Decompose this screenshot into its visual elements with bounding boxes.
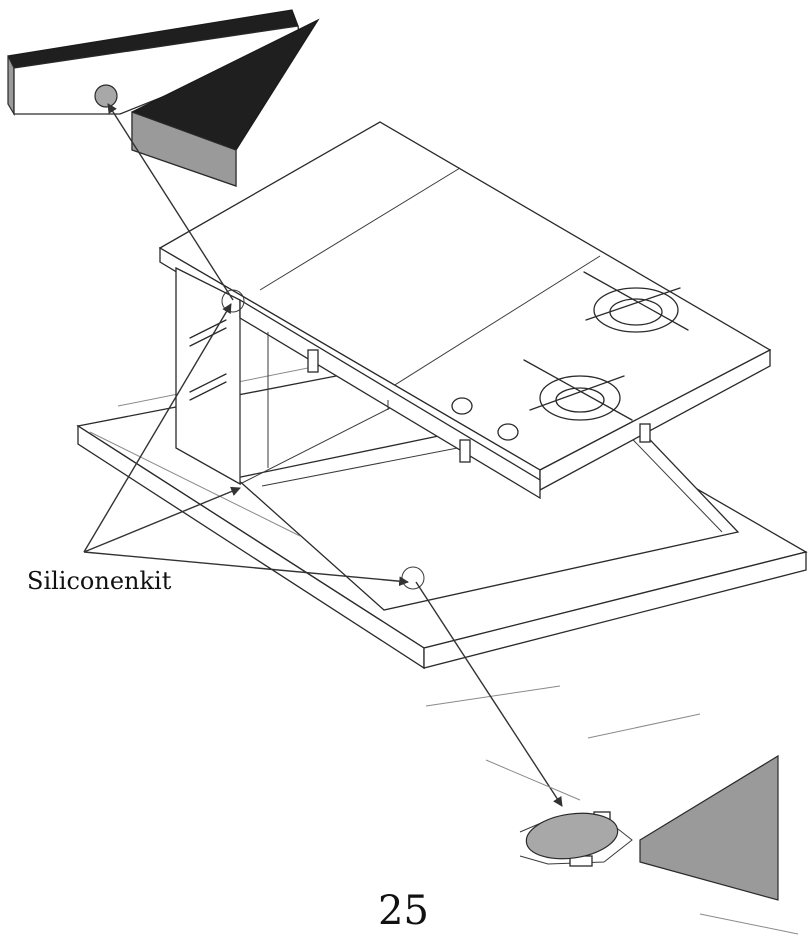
- marker-circle-hob-edge: [221, 289, 245, 313]
- countertop: [76, 351, 808, 707]
- mounting-clip-3: [639, 423, 651, 443]
- mounting-clip-1: [307, 349, 319, 373]
- wall-line-lower: [89, 431, 301, 537]
- control-knob-1: [451, 397, 473, 415]
- arrow-to-housing-base: [83, 486, 241, 553]
- detail-inset-bottom: [485, 713, 799, 935]
- arrow-hob-to-top-detail: [107, 103, 234, 301]
- hob-left-housing: [175, 266, 241, 486]
- detail-bottom-line-3: [699, 913, 799, 935]
- callout-arrows: [83, 103, 563, 807]
- control-knob-2: [497, 423, 519, 441]
- housing-bottom-edge: [239, 407, 391, 485]
- arrow-to-cutout-edge: [83, 551, 409, 587]
- detail-bottom-panel: [639, 754, 779, 901]
- hob-zone-divider: [259, 167, 461, 291]
- detail-inset-top: [7, 9, 320, 187]
- siliconenkit-label: Siliconenkit: [27, 567, 172, 595]
- hob-zone-divider-2: [389, 255, 601, 389]
- countertop-right-face: [423, 551, 807, 669]
- detail-bottom-line-1: [485, 759, 581, 801]
- profile-lower-face: [131, 111, 237, 187]
- sealant-bead-detail-top: [94, 84, 118, 108]
- mounting-clip-2: [459, 439, 471, 463]
- page-number: 25: [378, 888, 429, 934]
- gas-burner-front: [523, 359, 633, 421]
- hob-unit: [158, 121, 772, 500]
- sealant-bead-detail-bottom: [525, 812, 619, 860]
- detail-bottom-line-2: [587, 713, 701, 739]
- counter-lower-edge: [425, 685, 561, 707]
- arrow-cutout-to-bottom-detail: [415, 581, 563, 807]
- arrow-to-hob-edge: [83, 303, 232, 553]
- gas-burner-rear: [583, 271, 689, 333]
